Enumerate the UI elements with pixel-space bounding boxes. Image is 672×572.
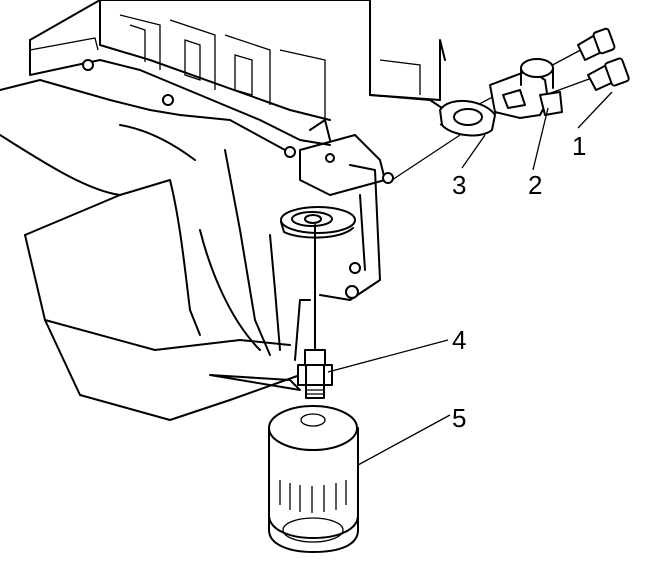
leader-lines: [327, 91, 613, 466]
gasket: [439, 99, 496, 137]
callout-4: 4: [452, 325, 467, 355]
oil-filter-adapter: [489, 58, 563, 119]
filter-fitting: [297, 349, 333, 399]
adapter-bracket: [269, 119, 394, 351]
filter-mounting-boss: [280, 206, 356, 239]
callout-3: 3: [452, 170, 467, 200]
oil-pan: [0, 79, 301, 421]
bolts: [577, 27, 630, 91]
oil-filter: [268, 405, 359, 553]
callout-5: 5: [452, 403, 467, 433]
callout-1: 1: [572, 131, 587, 161]
callout-2: 2: [528, 170, 543, 200]
engine-block: [29, 0, 446, 158]
